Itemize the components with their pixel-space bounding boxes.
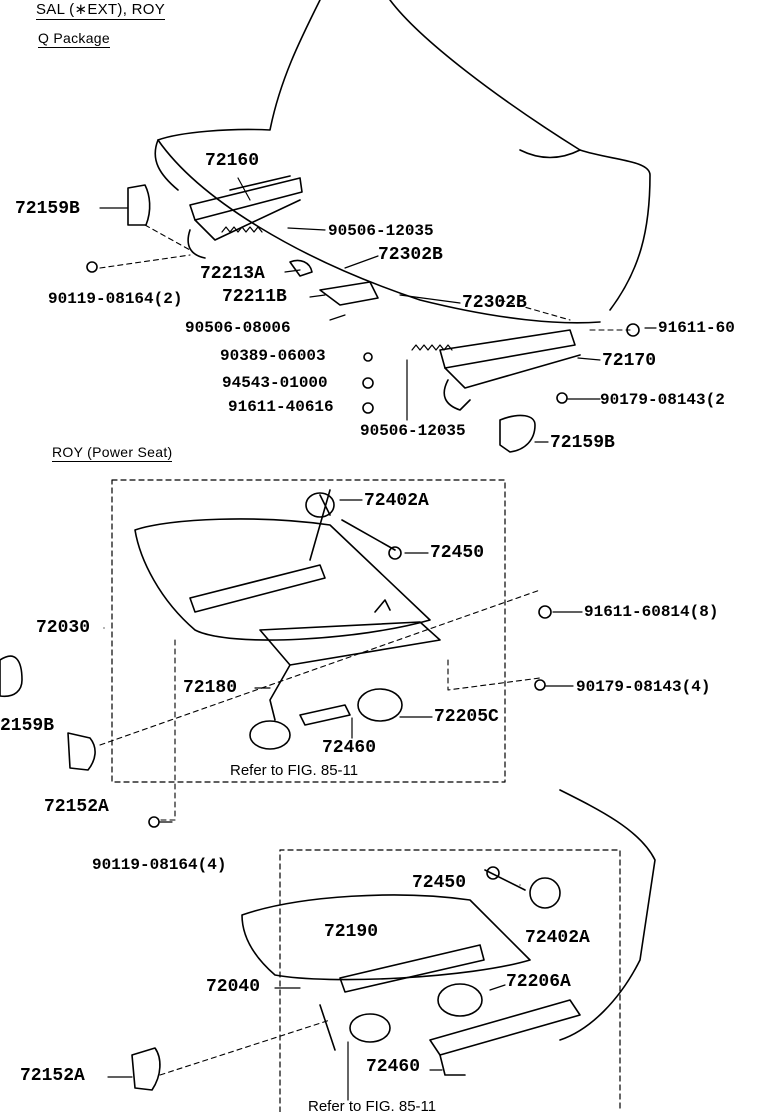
part-label-94543-01000: 94543-01000: [222, 374, 328, 392]
power-seat-frame: [111, 479, 506, 783]
part-label-90506-12035: 90506-12035: [328, 222, 434, 240]
top-seat-springs: [221, 226, 453, 351]
lower-seat-covers: [131, 1047, 161, 1091]
part-label-72450-b: 72450: [412, 873, 467, 893]
part-label-72402a: 72402A: [364, 491, 429, 511]
part-label-91611-40616: 91611-40616: [228, 398, 334, 416]
part-label-90506-08006: 90506-08006: [185, 319, 291, 337]
part-label-72190: 72190: [324, 922, 379, 942]
part-label-90506-12035-b: 90506-12035: [360, 422, 466, 440]
part-label-72302b: 72302B: [378, 245, 443, 265]
part-label-72159b-b: 72159B: [550, 433, 615, 453]
part-label-72302b-2: 72302B: [462, 293, 527, 313]
part-label-90119-08164-2: 90119-08164(2): [48, 290, 183, 308]
part-label-91611-60814-8: 91611-60814(8): [584, 603, 719, 621]
lower-seat-motors: [349, 866, 561, 1043]
section1-title: SAL (∗EXT), ROY: [36, 1, 166, 20]
part-label-90179-08143-4: 90179-08143(4): [576, 678, 711, 696]
power-seat-covers: [0, 605, 552, 828]
part-label-72450: 72450: [430, 543, 485, 563]
part-label-72152a-b: 72152A: [20, 1066, 85, 1086]
part-label-72170: 72170: [602, 351, 657, 371]
part-label-72205c: 72205C: [434, 707, 499, 727]
top-seat-fasteners: [86, 261, 640, 414]
top-seat-track-right: [439, 329, 581, 411]
top-seat-link: [289, 259, 379, 306]
lower-seat-cushion: [241, 789, 656, 1041]
part-label-72402a-b: 72402A: [525, 928, 590, 948]
part-label-72159b-c: 2159B: [0, 716, 55, 736]
top-seat-track-left: [187, 175, 303, 259]
part-label-72213a: 72213A: [200, 264, 265, 284]
leader-lines: [99, 177, 657, 1101]
part-label-72159b: 72159B: [15, 199, 80, 219]
power-seat-cushion: [134, 518, 431, 641]
part-label-72152a: 72152A: [44, 797, 109, 817]
lower-seat-frame: [279, 849, 621, 1112]
power-seat-tracks: [189, 564, 441, 721]
reference-note-1: Refer to FIG. 85-11: [230, 762, 359, 779]
part-label-91611-60: 91611-60: [658, 319, 735, 337]
part-label-72211b: 72211B: [222, 287, 287, 307]
power-seat-motors: [249, 489, 403, 750]
reference-note-2: Refer to FIG. 85-11: [308, 1098, 437, 1115]
part-label-90119-08164-4: 90119-08164(4): [92, 856, 227, 874]
part-label-90179-08143-2: 90179-08143(2: [600, 391, 725, 409]
part-label-72460: 72460: [322, 738, 377, 758]
part-label-72206a: 72206A: [506, 972, 571, 992]
part-label-72460-b: 72460: [366, 1057, 421, 1077]
part-label-72180: 72180: [183, 678, 238, 698]
top-seat-cushion: [154, 0, 651, 324]
part-label-72040: 72040: [206, 977, 261, 997]
dashed-guides: [99, 224, 631, 1076]
section1-subtitle: Q Package: [38, 30, 110, 48]
part-label-90389-06003: 90389-06003: [220, 347, 326, 365]
lower-seat-tracks: [319, 944, 581, 1076]
part-label-72030: 72030: [36, 618, 91, 638]
section2-title: ROY (Power Seat): [52, 444, 173, 462]
part-label-72160: 72160: [205, 151, 260, 171]
